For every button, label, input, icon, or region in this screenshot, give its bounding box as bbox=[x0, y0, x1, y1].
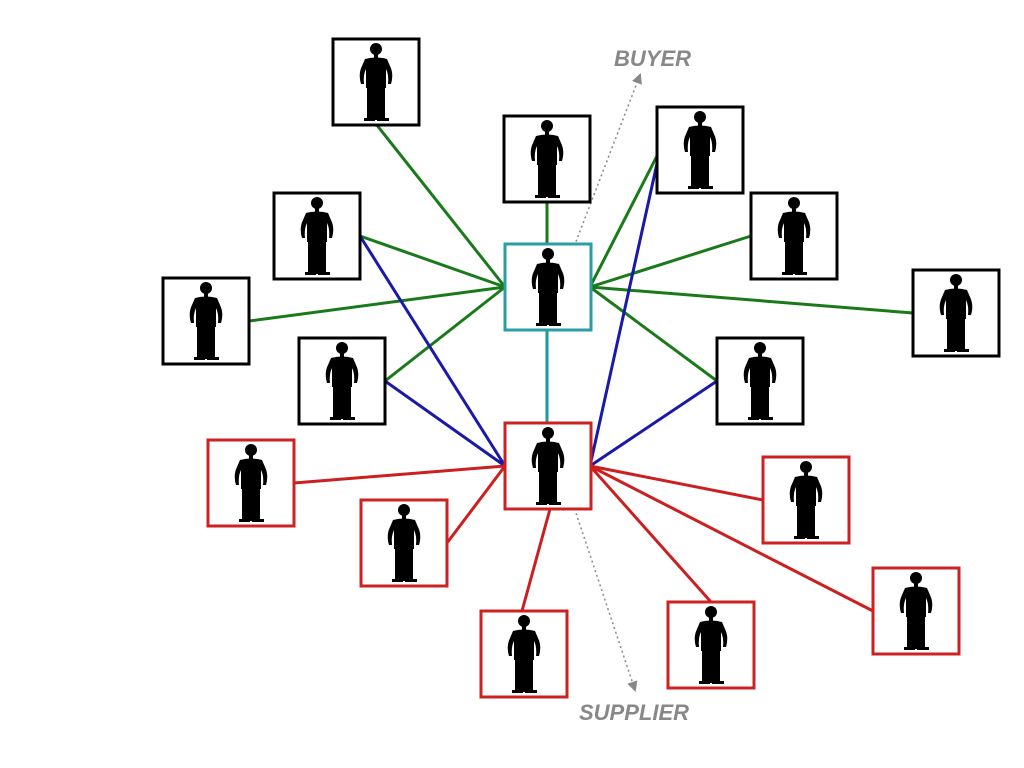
buyer-6-node bbox=[161, 276, 251, 366]
cross-link-line-14 bbox=[589, 379, 718, 468]
buyer-direction-arrow bbox=[566, 73, 642, 266]
buyer-link-line-3 bbox=[588, 149, 662, 288]
supplier-2-node bbox=[761, 455, 851, 545]
buyer-label: BUYER bbox=[614, 46, 691, 71]
buyer-hub-node bbox=[503, 242, 593, 332]
supplier-link-line-15 bbox=[293, 464, 506, 485]
buyer-link-line-1 bbox=[374, 123, 507, 288]
cross-link-line-11 bbox=[358, 235, 507, 467]
buyer-1-node bbox=[331, 37, 421, 127]
cross-link-line-13 bbox=[588, 149, 662, 467]
supplier-link-line-16 bbox=[445, 465, 507, 544]
cross-link-line-12 bbox=[384, 379, 506, 468]
supplier-link-line-17 bbox=[520, 508, 552, 612]
supplier-label: SUPPLIER bbox=[579, 700, 689, 725]
buyer-link-line-6 bbox=[248, 285, 506, 323]
connection-lines bbox=[248, 123, 914, 613]
buyer-5-node bbox=[749, 191, 839, 281]
person-nodes bbox=[161, 37, 1001, 699]
buyer-2-node bbox=[502, 114, 592, 204]
supplier-4-node bbox=[871, 566, 961, 656]
supplier-link-line-20 bbox=[588, 465, 713, 603]
buyer-3-node bbox=[655, 105, 745, 195]
buyer-link-line-4 bbox=[359, 234, 506, 289]
supplier-6-node bbox=[666, 600, 756, 690]
supplier-link-line-19 bbox=[589, 464, 874, 613]
supplier-hub-node bbox=[503, 421, 593, 511]
supplier-5-node bbox=[479, 609, 569, 699]
buyer-9-node bbox=[715, 336, 805, 426]
supplier-1-node bbox=[206, 438, 296, 528]
buyer-link-line-7 bbox=[589, 285, 914, 315]
supplier-3-node bbox=[359, 498, 449, 588]
buyer-link-line-9 bbox=[589, 285, 718, 383]
buyer-8-node bbox=[297, 336, 387, 426]
buyer-4-node bbox=[272, 191, 362, 281]
buyer-link-line-8 bbox=[384, 285, 506, 383]
supplier-link-line-18 bbox=[589, 464, 764, 502]
buyer-link-line-5 bbox=[589, 234, 752, 289]
buyer-7-node bbox=[911, 268, 1001, 358]
supplier-direction-arrow bbox=[564, 479, 638, 692]
